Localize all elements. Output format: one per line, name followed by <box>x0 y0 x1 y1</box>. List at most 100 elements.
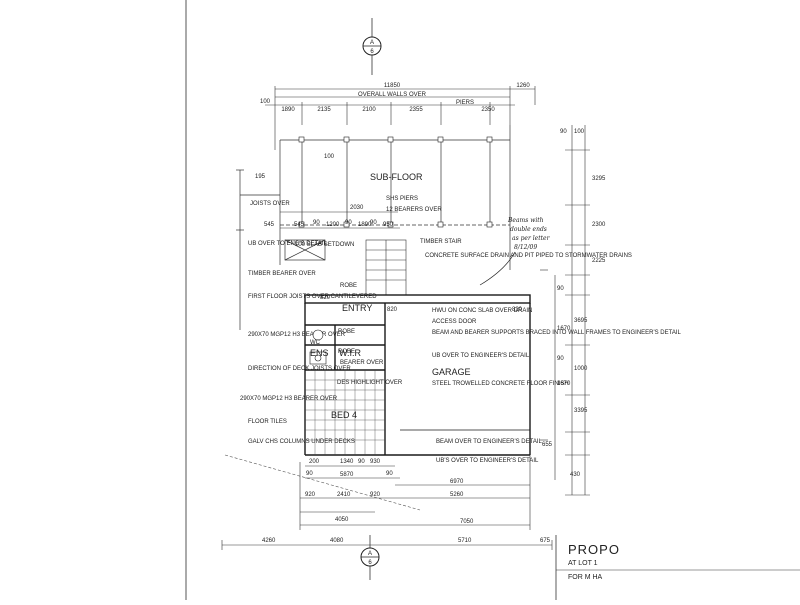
timber-stair <box>365 239 407 296</box>
main-floor-walls <box>304 294 531 456</box>
label-concrete-surface: CONCRETE SURFACE DRAIN AND PIT PIPED TO … <box>425 253 632 259</box>
dim-left-195: 195 <box>255 174 266 180</box>
dim-bottom-row2-3: 90 <box>386 471 393 477</box>
label-bearer-over: BEARER OVER <box>340 360 384 366</box>
title-block-line2: FOR M HA <box>568 574 603 581</box>
room-wir: W.I.R <box>339 348 361 358</box>
label-ubs-over: UB'S OVER TO ENGINEER'S DETAIL <box>436 458 539 464</box>
dim-top-left-small: 100 <box>260 99 271 105</box>
dim-right-col-a-2: 2300 <box>592 222 606 228</box>
title-block: PROPO AT LOT 1 FOR M HA <box>555 535 800 600</box>
dim-row-545-a: 545 <box>264 222 275 228</box>
label-access-door: ACCESS DOOR <box>432 319 477 325</box>
room-robe-3: ROBE <box>340 283 357 289</box>
floor-tiles-grid <box>305 370 385 455</box>
label-galv-chs: GALV CHS COLUMNS UNDER DECKS <box>248 439 355 445</box>
svg-text:Beams with: Beams with <box>507 217 544 224</box>
dim-piers-label: PIERS <box>456 100 474 106</box>
dim-bottom-4050: 4050 <box>335 517 349 523</box>
dim-row-mid-1: 90 <box>313 220 320 226</box>
dim-right-small-1: 90 <box>560 129 567 135</box>
dim-bottom-row2-1: 90 <box>306 471 313 477</box>
dim-right-col-a-5: 1000 <box>574 366 588 372</box>
room-bed4: BED 4 <box>331 410 357 420</box>
dim-right-col-b-1: 1670 <box>557 326 571 332</box>
dim-bottom-row3-1: 920 <box>305 492 316 498</box>
dim-top-seg-5: 2350 <box>481 107 495 113</box>
room-robe-1: ROBE <box>338 329 355 335</box>
dim-bottom-row3-4: 5260 <box>450 492 464 498</box>
title-block-line1: AT LOT 1 <box>568 560 598 567</box>
dim-door-820-c: 820 <box>512 307 523 313</box>
room-wc: WC <box>310 340 321 346</box>
dim-right-col-a-7: 655 <box>542 442 553 448</box>
section-top-letter: A <box>370 40 374 46</box>
dim-top-seg-2: 2135 <box>317 107 331 113</box>
label-deck-joists: DIRECTION OF DECK JOISTS OVER <box>248 366 351 372</box>
dim-top-right: 1260 <box>516 83 530 89</box>
dim-right-col-a-4: 3695 <box>574 318 588 324</box>
dim-overall: 11850 <box>384 83 401 89</box>
dim-bottom-6970: 6970 <box>450 479 464 485</box>
label-joists-over: JOISTS OVER <box>250 201 290 207</box>
handwritten-note: Beams with double ends as per letter 8/1… <box>479 217 551 286</box>
dim-row-mid-6: 950 <box>383 222 394 228</box>
dim-bottom-row1-3: 90 <box>358 459 365 465</box>
dim-row-545-b: 545 <box>294 222 305 228</box>
label-bearers-over: 12 BEARERS OVER <box>386 207 442 213</box>
slab-setdown <box>284 239 326 261</box>
label-hwu: HWU ON CONC SLAB OVER DRAIN <box>432 308 532 314</box>
label-first-floor-joists: FIRST FLOOR JOISTS OVER CANTILEVERED <box>248 294 377 300</box>
dim-row-mid-2: 1200 <box>326 222 340 228</box>
right-dimensions <box>540 125 590 496</box>
dim-right-col-a-1: 3295 <box>592 176 606 182</box>
room-ens: ENS <box>310 348 329 358</box>
label-steel-trowelled: STEEL TROWELLED CONCRETE FLOOR FINISH <box>432 381 569 387</box>
label-ub-over-2: UB OVER TO ENGINEER'S DETAIL <box>432 353 530 359</box>
dim-row-2030: 2030 <box>350 205 364 211</box>
bathroom-fixtures <box>309 329 327 365</box>
room-garage: GARAGE <box>432 367 471 377</box>
label-slab: 100 SLAB SETDOWN <box>295 242 354 248</box>
svg-text:as per letter: as per letter <box>512 235 551 242</box>
sub-floor-area <box>236 125 511 330</box>
dim-door-820-b: 820 <box>387 307 398 313</box>
section-bottom-letter: A <box>368 551 372 557</box>
dim-bottom-row1-1: 200 <box>309 459 320 465</box>
title-block-title: PROPO <box>568 542 620 557</box>
section-marker-bottom: A 6 <box>360 535 380 580</box>
label-mgp-2: 290X70 MGP12 H3 BEARER OVER <box>240 396 338 402</box>
dim-bottom-row4-3: 5710 <box>458 538 472 544</box>
room-entry: ENTRY <box>342 303 372 313</box>
label-floor-tiles: FLOOR TILES <box>248 419 287 425</box>
dim-overall-label: OVERALL WALLS OVER <box>358 92 427 98</box>
dim-row-100: 100 <box>324 154 335 160</box>
dim-top-seg-1: 1890 <box>281 107 295 113</box>
dim-bottom-row3-3: 920 <box>370 492 381 498</box>
section-top-number: 6 <box>370 49 374 55</box>
label-ub-over: UB OVER TO ENG'S DETAIL <box>248 241 327 247</box>
label-timber-bearer: TIMBER BEARER OVER <box>248 271 316 277</box>
dim-bottom-row2-2: 5870 <box>340 472 354 478</box>
dim-bottom-7050: 7050 <box>460 519 474 525</box>
dim-bottom-row1-2: 1340 <box>340 459 354 465</box>
dim-row-mid-4: 1890 <box>358 222 372 228</box>
bottom-dimensions <box>221 455 553 550</box>
dim-top-seg-4: 2355 <box>409 107 423 113</box>
label-beam-over: BEAM OVER TO ENGINEER'S DETAIL <box>436 439 543 445</box>
room-sub-floor: SUB-FLOOR <box>370 172 423 182</box>
dim-right-col-a-3: 2225 <box>592 258 606 264</box>
dim-bottom-row4-4: 675 <box>540 538 551 544</box>
dim-right-col-b-2: 1670 <box>557 381 571 387</box>
section-marker-top: A 6 <box>362 18 382 75</box>
dim-right-col-b-4: 90 <box>557 356 564 362</box>
dim-row-mid-5: 90 <box>370 220 377 226</box>
dim-bottom-row1-4: 930 <box>370 459 381 465</box>
dim-right-small-2: 100 <box>574 129 585 135</box>
dim-right-col-a-6: 3395 <box>574 408 588 414</box>
dim-bottom-row4-1: 4260 <box>262 538 276 544</box>
room-robe-2: ROBE <box>338 349 355 355</box>
pier-markers <box>298 136 493 228</box>
